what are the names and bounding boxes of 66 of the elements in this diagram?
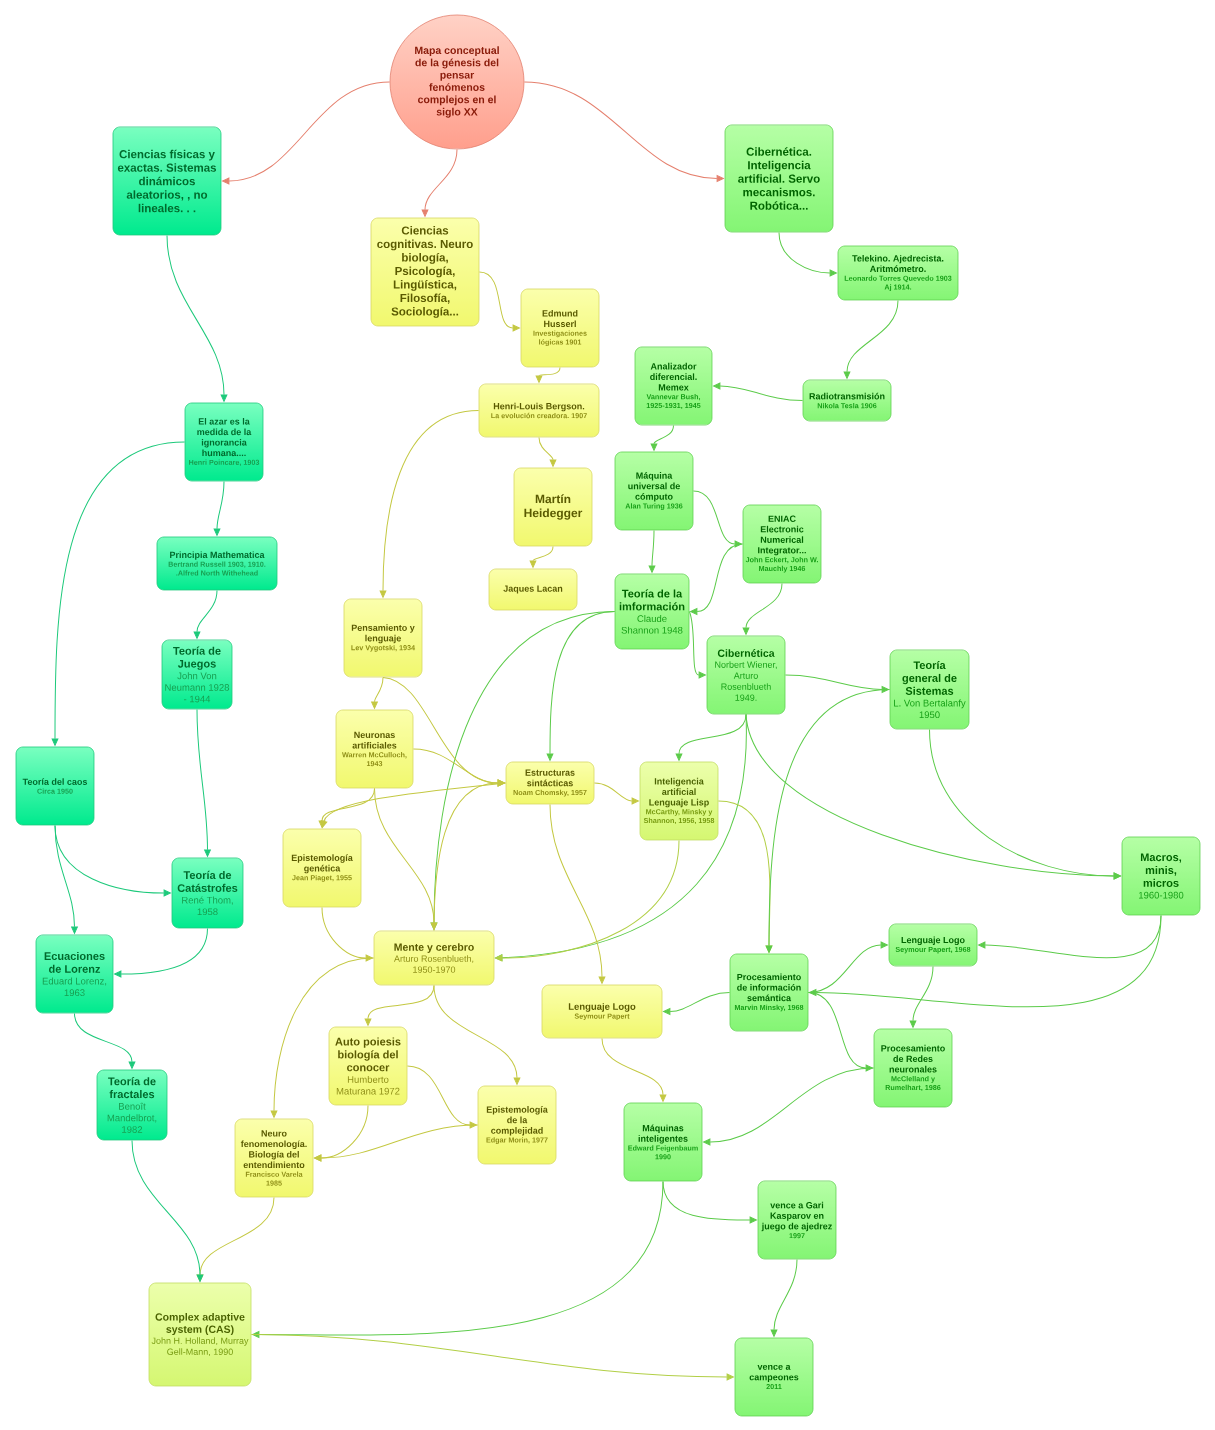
- arrow: [222, 81, 391, 185]
- arrow: [252, 1180, 664, 1338]
- arrow: [51, 441, 186, 746]
- arrow: [421, 148, 458, 217]
- arrow: [688, 611, 706, 679]
- concept-box: Teoría de Catástrofes René Thom, 1958: [171, 857, 244, 929]
- arrow: [809, 914, 1162, 1008]
- arrow: [433, 984, 521, 1085]
- arrow: [648, 529, 656, 573]
- arrow: [314, 1124, 479, 1162]
- concept-box: Ecuaciones de Lorenz Eduard Lorenz, 1963: [35, 934, 114, 1014]
- arrow: [478, 271, 520, 332]
- concept-box: Ciencias cognitivas. Neuro biología, Psicología, Lingüística, Filosofía, Sociología...: [370, 217, 480, 327]
- arrow: [778, 231, 837, 277]
- concept-box: Teoría de la imformación Claude Shannon 1948: [614, 573, 690, 650]
- arrow: [433, 779, 505, 932]
- concept-box: Auto poiesis biología del conocer Humberto Maturana 1972: [328, 1026, 408, 1106]
- arrow: [650, 424, 674, 451]
- concept-box: Teoría general de Sistemas L. Von Bertalanfy 1950: [889, 649, 970, 730]
- concept-box: Martín Heidegger: [513, 467, 593, 547]
- arrow: [196, 708, 211, 857]
- arrow: [213, 480, 225, 536]
- arrow: [549, 803, 606, 984]
- arrow: [909, 965, 934, 1028]
- arrow: [74, 1012, 136, 1069]
- arrow: [843, 299, 899, 379]
- arrow: [713, 382, 804, 401]
- arrow: [663, 992, 731, 1015]
- arrow: [270, 957, 375, 1118]
- arrow: [131, 1139, 204, 1282]
- arrow: [765, 689, 891, 953]
- arrow: [495, 839, 680, 962]
- arrow: [379, 410, 480, 598]
- arrow: [321, 906, 373, 962]
- concept-box: Macros, minis, micros 1960-1980: [1121, 836, 1201, 916]
- arrow: [250, 1334, 734, 1381]
- arrow: [535, 366, 561, 383]
- arrow: [807, 992, 873, 1072]
- arrow: [692, 490, 742, 548]
- arrow: [371, 676, 384, 709]
- concept-box: Ciencias físicas y exactas. Sistemas dinámicos aleatorios, , no lineales. . .: [112, 126, 222, 236]
- concept-box: Cibernética. Inteligencia artificial. Servo mecanismos. Robótica...: [724, 124, 834, 233]
- arrow: [742, 582, 783, 635]
- arrow: [523, 81, 724, 182]
- concept-box: Jaques Lacan: [488, 568, 578, 611]
- arrow: [703, 1067, 875, 1146]
- arrow: [601, 1037, 667, 1102]
- arrow: [193, 589, 218, 639]
- arrow: [54, 824, 78, 934]
- arrow: [166, 234, 228, 402]
- concept-box: Mente y cerebro Arturo Rosenblueth, 1950-1970: [373, 930, 495, 986]
- arrow: [929, 728, 1121, 880]
- arrow: [690, 543, 744, 615]
- arrow: [593, 782, 639, 805]
- arrow: [770, 1258, 798, 1337]
- arrow: [538, 436, 557, 467]
- arrow: [529, 545, 554, 568]
- concept-box: Teoría de fractales Benoît Mandelbrot, 1982: [96, 1069, 168, 1141]
- arrow: [374, 787, 438, 930]
- arrow: [114, 927, 208, 978]
- arrow: [784, 674, 889, 693]
- arrow: [406, 1065, 477, 1129]
- arrow: [320, 782, 507, 828]
- concept-box: Complex adaptive system (CAS) John H. Holland, Murray Gell-Mann, 1990: [148, 1282, 252, 1387]
- concept-box: Cibernética Norbert Wiener, Arturo Rosenblueth 1949.: [706, 635, 786, 715]
- concept-box: Teoría de Juegos John Von Neumann 1928 - 1944: [161, 639, 233, 710]
